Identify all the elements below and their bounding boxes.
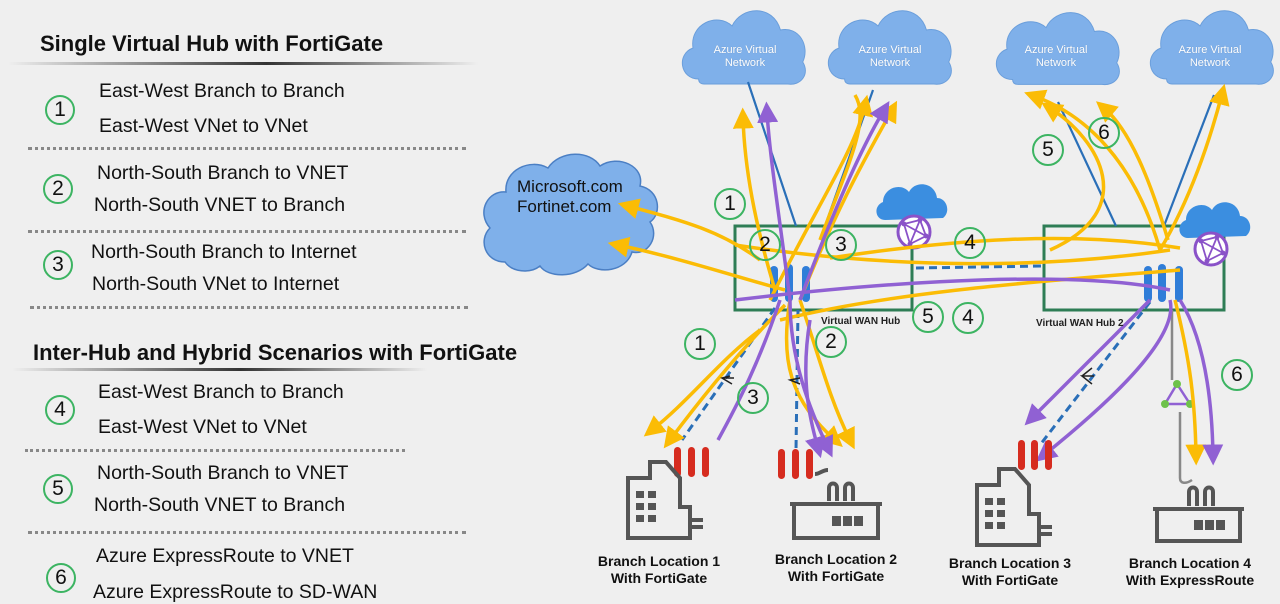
branch-building-1-icon [626,460,703,540]
flow-arrow [1173,299,1207,466]
flow-marker: 2 [749,229,781,261]
section-title-inter-hub: Inter-Hub and Hybrid Scenarios with Fort… [33,340,518,365]
flow-marker: 3 [825,229,857,261]
flow-arrow [663,303,787,449]
flow-arrow [643,328,762,437]
flow-number-badge: 4 [45,395,75,425]
branch-building-4-icon [1153,485,1244,543]
flow-arrow [757,101,792,301]
flow-arrow [1095,101,1170,241]
yellow-flows [607,83,1230,466]
flow-marker: 6 [1221,359,1253,391]
dotted-divider [28,230,466,233]
flow-number-badge: 3 [43,250,73,280]
flow-marker: 2 [815,326,847,358]
flow-marker: 1 [684,328,716,360]
flow-arrow [1041,102,1106,252]
expressroute-triangle-icon [1161,380,1194,408]
flow-arrow [779,268,1181,322]
flow-arrow [617,198,762,262]
virtual-wan-globe-2-icon [1193,231,1229,267]
legend-line: North-South Branch to VNET [97,162,349,184]
legend-line: North-South Branch to Internet [91,241,357,263]
branch-building-2-windows [832,516,863,526]
flow-arrow [1024,298,1152,426]
flow-arrow [818,94,862,241]
flow-number-badge: 1 [45,95,75,125]
flow-arrow [1035,299,1173,462]
legend-line: Azure ExpressRoute to SD-WAN [93,581,378,603]
title-divider [12,368,427,371]
branch-building-1-windows [636,491,656,522]
section-title-single-hub: Single Virtual Hub with FortiGate [40,31,384,56]
dotted-divider [28,531,466,534]
hub-label-2: Virtual WAN Hub 2 [1036,318,1124,329]
flow-arrow [798,299,855,450]
virtual-wan-hub-2 [1042,224,1226,312]
legend-line: East-West Branch to Branch [98,381,344,403]
flow-arrow [829,236,1181,260]
flow-arrow [607,236,786,292]
branch-building-2-icon [790,468,882,540]
branch-building-3-windows [985,498,1005,529]
legend-line: Azure ExpressRoute to VNET [96,545,354,567]
purple-flows [716,100,1224,466]
flow-marker: 1 [714,188,746,220]
fortigate-branch-icons [674,440,1052,479]
flow-arrow [732,107,777,291]
flow-arrow [788,299,833,458]
flow-number-badge: 5 [43,474,73,504]
legend-line: East-West VNet to VNet [98,416,307,438]
flow-number-badge: 6 [46,563,76,593]
flow-arrow [734,277,1171,302]
dotted-divider [30,306,468,309]
legend-line: North-South VNET to Branch [94,494,346,516]
legend-line: East-West Branch to Branch [99,80,345,102]
hub-label-1: Virtual WAN Hub [821,316,901,327]
flow-marker: 5 [912,301,944,333]
legend-line: North-South Branch to VNET [97,462,349,484]
fortigate-hub-2-icon [1144,264,1183,302]
flow-number-badge: 2 [43,174,73,204]
flow-marker: 5 [1032,134,1064,166]
router-icons [720,367,1094,385]
dotted-divider [28,147,466,150]
virtual-wan-globe-1-icon [896,214,932,250]
legend-line: North-South VNET to Branch [94,194,346,216]
expressroute-link [1170,310,1193,484]
flow-arrow [768,94,873,301]
flow-arrow [804,319,826,459]
flow-arrow [734,243,1171,266]
legend-line: North-South VNet to Internet [92,273,340,295]
flow-marker: 6 [1088,117,1120,149]
branch-building-4-windows [1194,520,1225,530]
flow-arrow [716,299,782,441]
title-divider [8,62,478,65]
flow-arrow [1178,299,1224,466]
branch-building-3-icon [975,467,1052,547]
flow-marker: 4 [954,227,986,259]
dotted-divider [25,449,405,452]
flow-arrow [1158,83,1230,251]
flow-arrow [798,100,890,301]
flow-arrow [798,100,898,301]
flow-marker: 4 [952,302,984,334]
flow-marker: 3 [737,382,769,414]
legend-line: East-West VNet to VNet [99,115,308,137]
